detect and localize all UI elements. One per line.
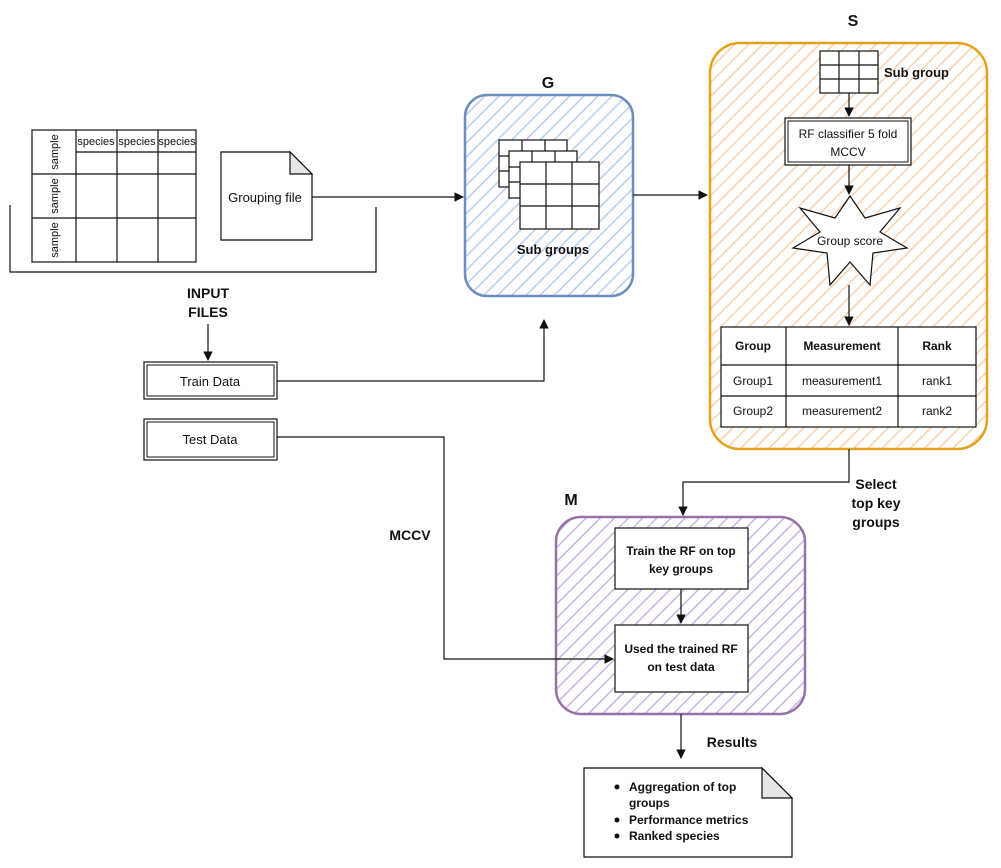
ranking-header-group: Group <box>735 339 771 353</box>
input-files-title-line2: FILES <box>188 304 228 320</box>
subgroup-grid-icon <box>819 50 879 94</box>
ranking-row2-measurement: measurement2 <box>802 404 882 418</box>
results-fold-icon <box>761 766 794 799</box>
train-rf-box <box>614 527 749 590</box>
rf-classifier-box <box>784 117 912 166</box>
used-rf-box <box>614 624 749 693</box>
connectors <box>203 93 854 759</box>
select-label-line3: groups <box>852 514 900 530</box>
train-data-label: Train Data <box>180 374 241 389</box>
results-document <box>583 767 793 858</box>
mccv-label: MCCV <box>389 527 431 543</box>
train-data-box <box>143 361 278 400</box>
results-group: Results Aggregation of top groups Perfor… <box>583 734 794 858</box>
rf-classifier-line1: RF classifier 5 fold <box>799 127 898 141</box>
input-files-group: species species species sample sample sa… <box>9 129 377 461</box>
bullet-icon <box>614 833 620 839</box>
ranking-row2-rank: rank2 <box>922 404 952 418</box>
arrow-train-to-g <box>277 319 549 382</box>
used-rf-line2: on test data <box>647 660 715 674</box>
table-row-label-sample-1: sample <box>49 134 61 169</box>
results-item-3: Ranked species <box>629 829 720 843</box>
s-scoring-module: S Sub group RF classifier 5 fold MCCV Gr… <box>708 13 989 451</box>
g-subgroups-module: G Sub groups <box>463 75 635 298</box>
table-row-label-sample-2: sample <box>49 178 61 213</box>
stacked-grids-icon <box>498 139 600 230</box>
test-data-label: Test Data <box>183 432 239 447</box>
grouping-file-document <box>220 151 313 241</box>
document-fold-icon <box>289 150 314 175</box>
ranking-row2-group: Group2 <box>733 404 773 418</box>
arrow-test-to-used <box>277 436 614 664</box>
s-letter: S <box>848 13 859 30</box>
sample-species-table <box>31 129 197 263</box>
arrow-s-to-m <box>678 449 850 516</box>
train-rf-line1: Train the RF on top <box>626 544 735 558</box>
results-item-2: Performance metrics <box>629 813 749 827</box>
group-score-star-icon <box>791 194 909 287</box>
input-files-title-line1: INPUT <box>187 285 229 301</box>
bullet-icon <box>614 817 620 823</box>
input-bracket <box>9 205 377 273</box>
ranking-header-rank: Rank <box>922 339 952 353</box>
results-item-1: Aggregation of top <box>629 780 736 794</box>
group-score-label: Group score <box>817 234 883 248</box>
select-label-line2: top key <box>851 495 900 511</box>
ranking-table <box>720 326 977 428</box>
table-header-species-2: species <box>118 136 156 148</box>
select-label-line1: Select <box>855 476 897 492</box>
bullet-icon <box>614 784 620 790</box>
results-item-1-cont: groups <box>629 796 670 810</box>
ranking-header-measurement: Measurement <box>803 339 880 353</box>
used-rf-line1: Used the trained RF <box>624 642 737 656</box>
grouping-file-label: Grouping file <box>228 190 302 205</box>
g-letter: G <box>542 75 554 92</box>
table-header-species-1: species <box>77 136 115 148</box>
rf-classifier-line2: MCCV <box>830 145 865 159</box>
test-data-box <box>143 418 278 461</box>
subgroup-label: Sub group <box>884 65 949 80</box>
g-subgroups-label: Sub groups <box>517 242 589 257</box>
train-rf-line2: key groups <box>649 562 713 576</box>
table-header-species-3: species <box>158 136 196 148</box>
m-letter: M <box>564 492 577 509</box>
ranking-row1-group: Group1 <box>733 374 773 388</box>
table-row-label-sample-3: sample <box>49 222 61 257</box>
ranking-row1-rank: rank1 <box>922 374 952 388</box>
ranking-row1-measurement: measurement1 <box>802 374 882 388</box>
results-title: Results <box>707 734 758 750</box>
